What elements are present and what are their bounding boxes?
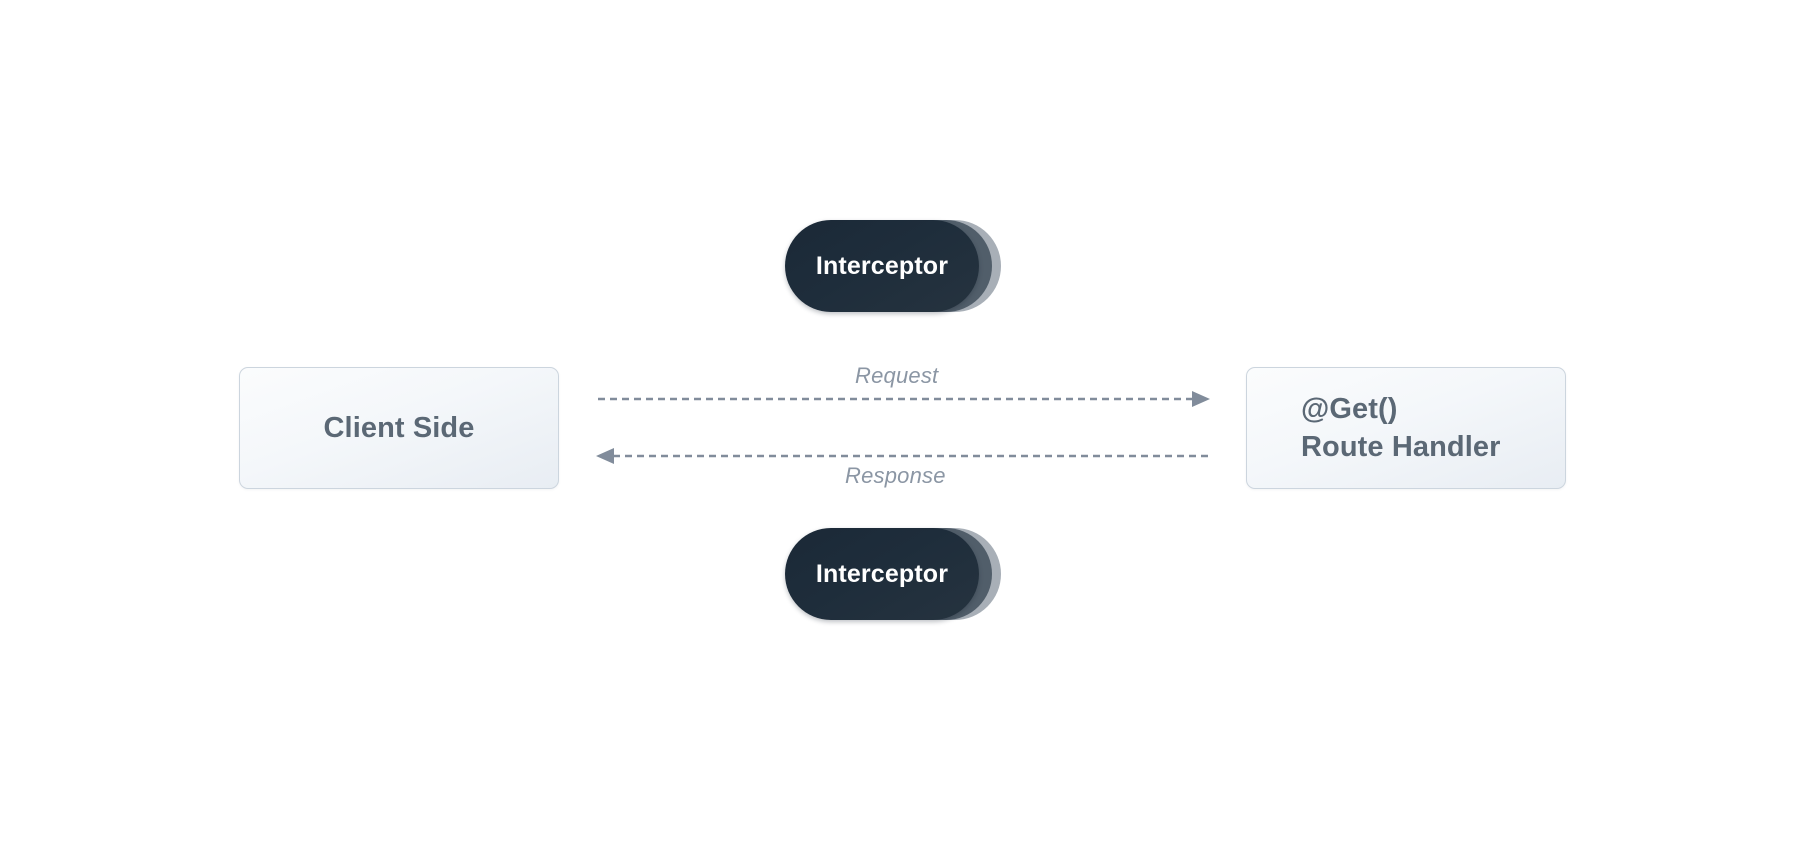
request-arrow (598, 391, 1210, 407)
route-handler-label-group: @Get() Route Handler (1301, 390, 1501, 467)
interceptor-top-node: Interceptor (785, 220, 1021, 312)
interceptor-stack-front-layer: Interceptor (785, 220, 979, 312)
response-edge-label: Response (845, 463, 946, 488)
interceptor-bottom-label: Interceptor (815, 559, 949, 588)
route-handler-name-label: Route Handler (1301, 431, 1501, 463)
interceptor-top-label: Interceptor (815, 251, 949, 280)
response-arrow (596, 448, 1208, 464)
request-edge-label: Request (855, 363, 939, 388)
route-handler-node: @Get() Route Handler (1246, 367, 1566, 489)
route-handler-decorator-label: @Get() (1301, 392, 1398, 425)
interceptor-stack-front-layer: Interceptor (785, 528, 979, 620)
response-arrow-head (596, 448, 614, 464)
client-side-node: Client Side (239, 367, 559, 489)
interceptor-bottom-node: Interceptor (785, 528, 1021, 620)
client-side-label: Client Side (323, 411, 475, 444)
request-arrow-head (1192, 391, 1210, 407)
